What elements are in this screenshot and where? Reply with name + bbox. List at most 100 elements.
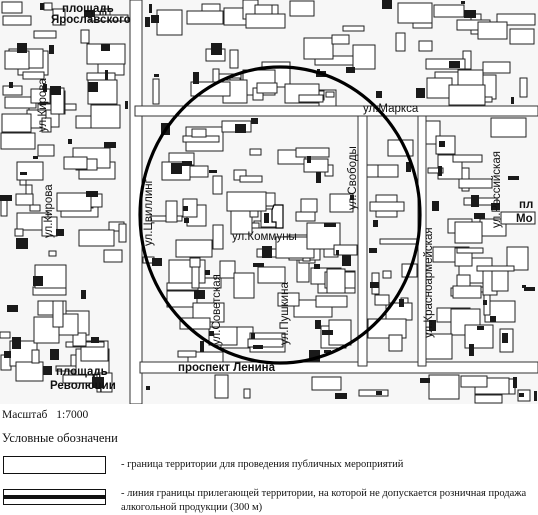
buffer-circle-300m bbox=[138, 65, 422, 365]
building bbox=[456, 247, 484, 254]
building bbox=[315, 295, 348, 308]
building bbox=[186, 10, 224, 25]
building bbox=[0, 331, 11, 339]
label-tsvillinga: ул.Цвиллинг bbox=[143, 179, 155, 246]
dark-building bbox=[68, 139, 72, 144]
building bbox=[491, 270, 509, 292]
dark-building bbox=[151, 15, 159, 23]
building bbox=[257, 266, 286, 284]
dark-building bbox=[193, 72, 199, 84]
building bbox=[397, 2, 433, 24]
building bbox=[48, 250, 57, 257]
building bbox=[191, 128, 207, 138]
road-svobody bbox=[357, 115, 368, 367]
building bbox=[426, 77, 453, 99]
dark-building bbox=[324, 223, 336, 227]
building-blocks bbox=[0, 0, 536, 404]
dark-building bbox=[314, 264, 320, 269]
label-svobody: ул.Свободы bbox=[347, 146, 359, 210]
building bbox=[464, 324, 494, 349]
dark-building bbox=[149, 4, 152, 13]
building bbox=[433, 4, 465, 18]
dark-building bbox=[145, 17, 150, 27]
legend-text-buffer-line: - линия границы прилегающей территории, … bbox=[121, 488, 527, 513]
building bbox=[43, 2, 53, 11]
dark-building bbox=[251, 333, 255, 339]
building bbox=[214, 374, 229, 399]
dark-building bbox=[432, 201, 439, 211]
dark-building bbox=[439, 141, 445, 147]
building bbox=[41, 216, 58, 237]
building bbox=[476, 265, 515, 272]
building bbox=[72, 332, 87, 347]
scale-label: Масштаб bbox=[2, 409, 48, 421]
label-cut-2: Мо bbox=[516, 213, 533, 225]
label-lenina: проспект Ленина bbox=[178, 362, 276, 374]
dark-building bbox=[17, 43, 27, 53]
road-lenina bbox=[139, 361, 538, 374]
building bbox=[212, 175, 223, 195]
building bbox=[179, 317, 211, 330]
dark-building bbox=[471, 195, 479, 207]
building bbox=[506, 246, 529, 271]
building bbox=[165, 200, 178, 223]
building bbox=[175, 239, 213, 258]
building bbox=[103, 249, 123, 263]
building bbox=[298, 94, 324, 103]
map-scale: Масштаб 1:7000 bbox=[2, 409, 88, 421]
label-krasnoarmeyskaya: ул.Красноармейская bbox=[423, 227, 435, 338]
dark-building bbox=[40, 3, 44, 10]
dark-building bbox=[335, 393, 347, 399]
dark-building bbox=[524, 287, 535, 291]
building bbox=[191, 266, 200, 289]
building bbox=[247, 338, 284, 348]
dark-building bbox=[369, 248, 377, 253]
building bbox=[15, 193, 34, 206]
public-event-territory bbox=[271, 204, 284, 229]
building bbox=[29, 204, 41, 212]
building bbox=[382, 270, 392, 279]
dark-buildings bbox=[0, 0, 537, 401]
dark-building bbox=[307, 156, 311, 163]
legend-text-territory: - граница территории для проведения публ… bbox=[121, 459, 404, 470]
dark-building bbox=[309, 350, 320, 362]
dark-building bbox=[154, 74, 159, 77]
dark-building bbox=[43, 84, 47, 92]
scale-value: 1:7000 bbox=[56, 409, 89, 421]
dark-building bbox=[534, 391, 537, 401]
dark-building bbox=[416, 88, 425, 98]
building bbox=[15, 361, 44, 382]
dark-building bbox=[519, 393, 524, 397]
building bbox=[460, 375, 488, 388]
building bbox=[189, 257, 201, 268]
dark-building bbox=[399, 299, 404, 307]
building bbox=[295, 211, 316, 222]
building bbox=[188, 165, 209, 178]
building bbox=[14, 228, 24, 237]
building bbox=[425, 58, 466, 70]
dark-building bbox=[33, 276, 43, 286]
building bbox=[30, 88, 51, 104]
building bbox=[33, 30, 57, 39]
dark-building bbox=[49, 45, 54, 54]
building bbox=[229, 49, 239, 69]
dark-building bbox=[438, 166, 442, 176]
building bbox=[52, 300, 64, 328]
building bbox=[369, 201, 405, 212]
dark-building bbox=[264, 213, 269, 223]
dark-building bbox=[449, 61, 460, 68]
legend-swatch-buffer-line bbox=[3, 489, 106, 505]
dark-building bbox=[508, 176, 519, 180]
building bbox=[212, 224, 224, 250]
dark-building bbox=[152, 258, 162, 266]
building bbox=[448, 84, 486, 106]
dark-building bbox=[251, 118, 258, 124]
dark-building bbox=[9, 82, 13, 88]
building bbox=[452, 285, 482, 299]
dark-building bbox=[406, 162, 411, 172]
label-rossiyskaya: ул.Российская bbox=[491, 151, 503, 228]
dark-building bbox=[235, 124, 246, 133]
building bbox=[90, 104, 121, 129]
dark-building bbox=[253, 345, 263, 349]
label-kommuny: ул.Коммуны bbox=[232, 231, 297, 243]
